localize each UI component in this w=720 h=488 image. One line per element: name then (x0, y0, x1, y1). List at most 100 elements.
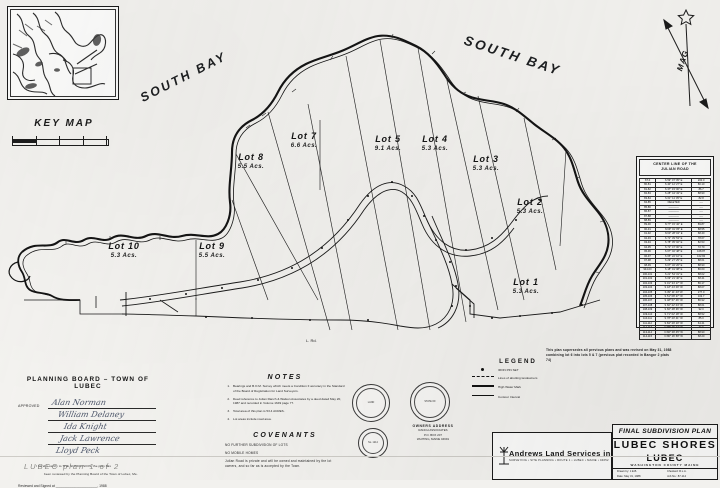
covenants-header: COVENANTS (253, 432, 317, 439)
legend-label: High Water Mark (498, 385, 522, 390)
seal-text: LAND (367, 400, 375, 404)
centerline-cell: S 29° 27' 25" E (656, 259, 693, 263)
note-item: 1.Bearings and B.O.M. Survey which meets… (225, 384, 345, 393)
lot-acreage: 5.5 Acs. (237, 164, 265, 170)
planning-board-footnote-1: I hereby certify to THE SUBDIVISION, the… (36, 464, 111, 468)
legend-item: High Water Mark (472, 384, 564, 391)
centerline-cell: 107-108 (640, 303, 656, 308)
centerline-cell: 114-115 (640, 335, 656, 339)
centerline-cell: S 37° 15' 00" E (656, 187, 693, 192)
centerline-cell: 68.40 (697, 232, 705, 236)
centerline-cell: 88.90 (697, 330, 705, 334)
note-number: 4. (227, 416, 230, 421)
lot-name: Lot 1 (513, 277, 539, 287)
note-text: Lot areas include road area. (233, 416, 272, 421)
centerline-cell: 68.20 (697, 335, 705, 339)
surveyor-seal-1: LAND (352, 384, 390, 422)
centerline-cell: N 69° 01' 05" E (656, 227, 693, 232)
centerline-cell: 68.41 (697, 277, 705, 281)
centerline-cell: 92.0 (698, 308, 704, 312)
legend-label: IRON PIN SET (498, 367, 519, 372)
title-line-1: FINAL SUBDIVISION PLAN (613, 425, 717, 439)
centerline-cell: 78.67 (697, 236, 705, 240)
centerline-cell: 100-101 (640, 272, 656, 277)
centerline-cell: 85.0 (698, 317, 704, 321)
firm-subtitle: SURVEYING • SITE PLANNING • ROUTE 1 • LU… (509, 459, 609, 462)
lot-acreage: 9.1 Acs. (374, 146, 402, 152)
centerline-cell: 88.90 (697, 192, 705, 196)
centerline-cell: S 51° 08' 27" W (656, 294, 693, 299)
centerline-cell: 88.02 (697, 272, 705, 276)
centerline-cell: 86-87 (640, 210, 656, 214)
centerline-cell: 88.52 (697, 312, 705, 316)
centerline-cell: 96-97 (640, 254, 656, 259)
centerline-cell: ---- (699, 214, 703, 218)
centerline-cell: 72.70 (697, 245, 705, 249)
centerline-cell: 102-103 (640, 281, 656, 286)
surveyor-seal-3: No. 1214 (358, 428, 388, 458)
title-cell-checked: Checked: R.L.A. (667, 470, 687, 473)
lot-acreage: 5.3 Acs. (110, 253, 138, 259)
centerline-cell: 89.87 (697, 223, 705, 227)
note-text: Deed reference to Julian Ranch & Walson … (233, 396, 342, 406)
firm-name: Andrews Land Services inc. (509, 449, 618, 458)
centerline-cell: 111-112 (640, 321, 656, 326)
centerline-cell: 91-92 (640, 232, 656, 236)
centerline-cell: 85-86 (640, 205, 656, 210)
lot-name: Lot 10 (108, 241, 140, 251)
centerline-cell: 86.92 (697, 299, 705, 303)
owners-address-line-3: WHITING, MAINE 04691 (416, 437, 450, 441)
supersede-note: This plan supersedes all previous plans … (546, 348, 672, 363)
lot-acreage: 6.6 Acs. (290, 143, 318, 149)
transit-logo-icon (499, 446, 509, 465)
centerline-cell: 81-82 (640, 187, 656, 192)
lot-name: Lot 9 (199, 241, 225, 251)
lot-name: Lot 5 (375, 134, 401, 144)
owners-address-line-2: P.O. BOX 207 (424, 432, 442, 437)
title-cell-job-no: Job No.: 87-114 (667, 475, 686, 478)
centerline-cell: 101-102 (640, 277, 656, 281)
centerline-cell: 108-109 (640, 308, 656, 312)
covenants-block: COVENANTS NO FURTHER SUBDIVISION OF LOTS… (225, 432, 345, 469)
centerline-cell: 64.41 (697, 321, 705, 325)
lot-label-8: Lot 8 5.5 Acs. (225, 152, 277, 170)
owners-address-line-1: RANCH ASSOCIATES (418, 428, 448, 432)
lot-label-1: Lot 1 5.3 Acs. (500, 277, 552, 295)
centerline-cell: 106-107 (640, 299, 656, 303)
lot-acreage: 5.3 Acs. (516, 209, 544, 215)
centerline-cell: S 28° 44' 43" E (656, 192, 693, 196)
centerline-cell: S 18° 01' 08" E (656, 268, 693, 272)
centerline-cell: 80.10 (697, 183, 705, 187)
centerline-cell: S 71° 02' 18" W (656, 312, 693, 317)
footer-divider (0, 456, 720, 457)
lot-label-2: Lot 2 5.3 Acs. (504, 197, 556, 215)
note-item: 4.Lot areas include road area. (225, 417, 345, 421)
centerline-cell: S 40° 12' 27" E (656, 183, 693, 187)
centerline-cell: 92-93 (640, 236, 656, 241)
centerline-cell: 109-110 (640, 312, 656, 317)
centerline-cell: S 39° 11' 43" W (656, 290, 693, 294)
centerline-cell: N 80° 16' 58" W (656, 335, 693, 339)
title-cell-date: Date: May 31, 1988 (617, 475, 641, 478)
centerline-cell: N 88° 06' 07" W (656, 326, 693, 330)
centerline-cell: S 07° 32' 26" E (656, 263, 693, 268)
covenant-item: NO MOBILE HOMES (225, 450, 259, 455)
lot-acreage: 5.3 Acs. (512, 289, 540, 295)
